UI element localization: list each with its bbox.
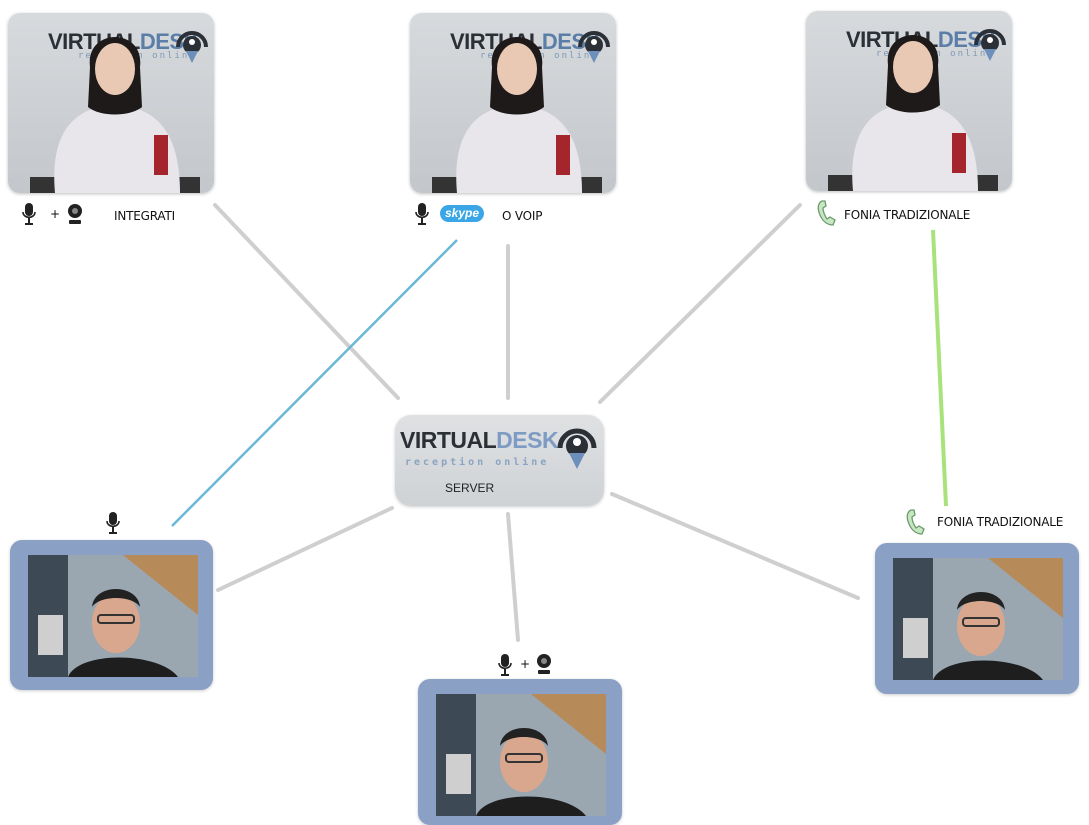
plus-sign: + <box>520 657 530 671</box>
client-frame-microphone <box>10 540 213 690</box>
link-skype-client-left <box>171 239 458 527</box>
receptionist-photo <box>30 37 200 193</box>
brand-tagline: reception online <box>405 457 550 468</box>
client-webcam-photo <box>893 558 1063 680</box>
phone-handset-icon <box>906 509 925 535</box>
client-caption-fonia: FONIA TRADIZIONALE <box>937 515 1064 529</box>
link-fonia-server <box>598 203 802 404</box>
headset-pin-logo <box>578 31 610 63</box>
skype-logo: skype <box>440 205 485 222</box>
receptionist-photo <box>432 37 602 193</box>
operator-card-fonia: VIRTUALDESK reception online <box>806 11 1012 191</box>
link-integrati-server <box>213 203 400 400</box>
microphone-icon <box>498 654 512 676</box>
receptionist-photo <box>828 35 998 191</box>
headset-pin-logo <box>176 31 208 63</box>
webcam-icon <box>68 204 82 224</box>
link-server-client-right <box>610 492 860 600</box>
microphone-icon <box>415 203 429 225</box>
brand-wordmark: VIRTUALDESK <box>400 427 559 453</box>
operator-card-voip: VIRTUALDESK reception online <box>410 13 616 193</box>
client-webcam-photo <box>28 555 198 677</box>
operator-caption-integrati: INTEGRATI <box>114 209 175 223</box>
microphone-icon <box>106 512 120 534</box>
client-frame-integrated <box>418 679 622 825</box>
link-phone-direct <box>931 229 948 507</box>
link-server-client-left <box>216 506 394 592</box>
server-node: VIRTUALDESK reception online SERVER <box>395 415 604 506</box>
link-server-client-bottom <box>506 512 520 642</box>
headset-pin-logo <box>557 428 597 469</box>
operator-caption-voip: O VOIP <box>502 209 543 223</box>
server-label: SERVER <box>445 481 495 495</box>
microphone-icon <box>22 203 36 225</box>
client-frame-phone <box>875 543 1079 694</box>
headset-pin-logo <box>974 29 1006 61</box>
plus-sign: + <box>50 207 60 221</box>
operator-card-integrati: VIRTUALDESK reception online <box>8 13 214 193</box>
operator-caption-fonia: FONIA TRADIZIONALE <box>844 208 971 222</box>
webcam-icon <box>537 654 551 674</box>
client-webcam-photo <box>436 694 606 816</box>
phone-handset-icon <box>817 200 836 226</box>
